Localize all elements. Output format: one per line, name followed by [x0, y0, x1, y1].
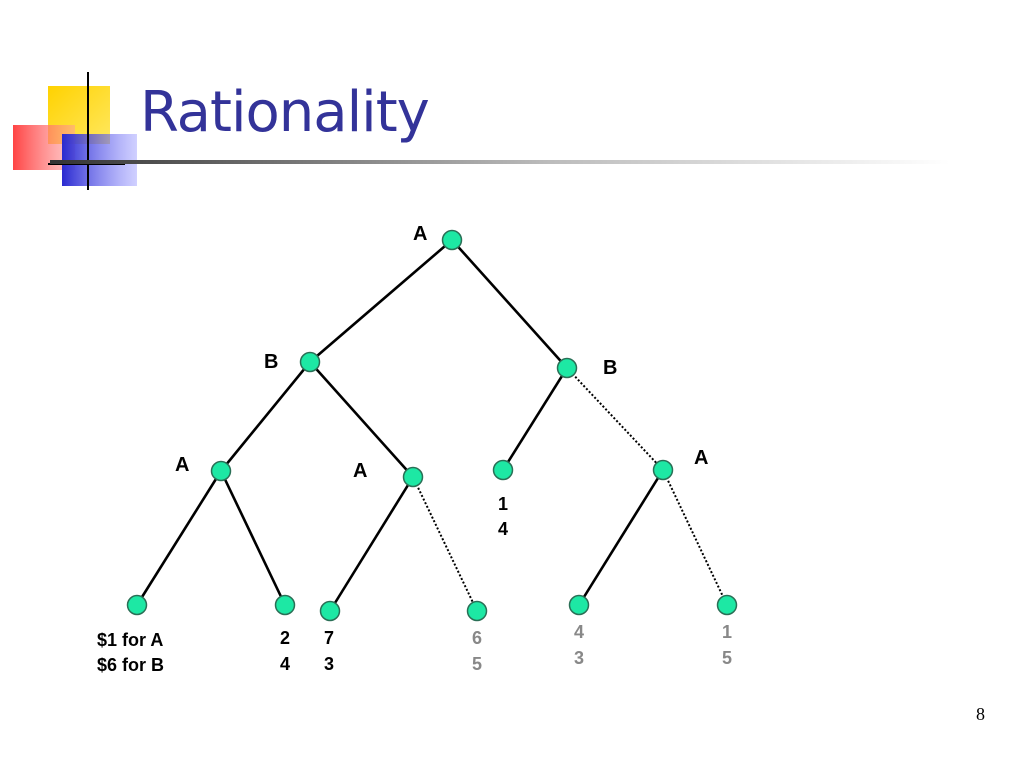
node-leaf-7	[716, 594, 738, 616]
payoff-5-line2: 4	[498, 519, 508, 539]
node-ll-a	[210, 460, 232, 482]
label-right-b: B	[603, 357, 617, 379]
label-lr-a: A	[353, 460, 367, 482]
payoff-1-line1: $1 for A	[97, 630, 163, 650]
edge-rightb-leaf	[501, 367, 569, 471]
payoff-4-line2: 5	[472, 654, 482, 674]
payoff-3-line1: 7	[324, 628, 334, 648]
node-left-b	[299, 351, 321, 373]
edge-leftb-lr	[309, 361, 414, 478]
edge-lr-leaf4-dotted	[412, 476, 478, 612]
edge-root-left	[309, 239, 453, 363]
label-ll-a: A	[175, 454, 189, 476]
payoff-6-line2: 3	[574, 648, 584, 668]
label-left-b: B	[264, 351, 278, 373]
node-leaf-3	[319, 600, 341, 622]
node-rightb-leaf	[492, 459, 514, 481]
slide-title: Rationality	[140, 80, 430, 145]
payoff-4-line1: 6	[472, 628, 482, 648]
payoff-7-line2: 5	[722, 648, 732, 668]
edge-rightb-rr-dotted	[566, 367, 664, 471]
node-leaf-2	[274, 594, 296, 616]
node-right-b	[556, 357, 578, 379]
edge-leftb-ll	[219, 361, 312, 472]
edge-ll-leaf2	[219, 470, 287, 606]
label-root: A	[413, 223, 427, 245]
node-leaf-6	[568, 594, 590, 616]
page-number: 8	[976, 704, 985, 724]
payoff-7-line1: 1	[722, 622, 732, 642]
payoff-1-line2: $6 for B	[97, 655, 164, 675]
node-lr-a	[402, 466, 424, 488]
node-leaf-1	[126, 594, 148, 616]
payoff-2-line1: 2	[280, 628, 290, 648]
label-rr-a: A	[694, 447, 708, 469]
node-leaf-4	[466, 600, 488, 622]
edge-rr-leaf7-dotted	[662, 469, 728, 606]
node-root	[441, 229, 463, 251]
edge-lr-leaf3	[328, 476, 415, 612]
edge-rr-leaf6	[577, 469, 665, 606]
payoff-5-line1: 1	[498, 494, 508, 514]
payoff-3-line2: 3	[324, 654, 334, 674]
edge-root-right	[451, 239, 568, 369]
edge-ll-leaf1	[135, 470, 223, 606]
node-rr-a	[652, 459, 674, 481]
payoff-2-line2: 4	[280, 654, 290, 674]
title-underline	[50, 160, 950, 164]
payoff-6-line1: 4	[574, 622, 584, 642]
